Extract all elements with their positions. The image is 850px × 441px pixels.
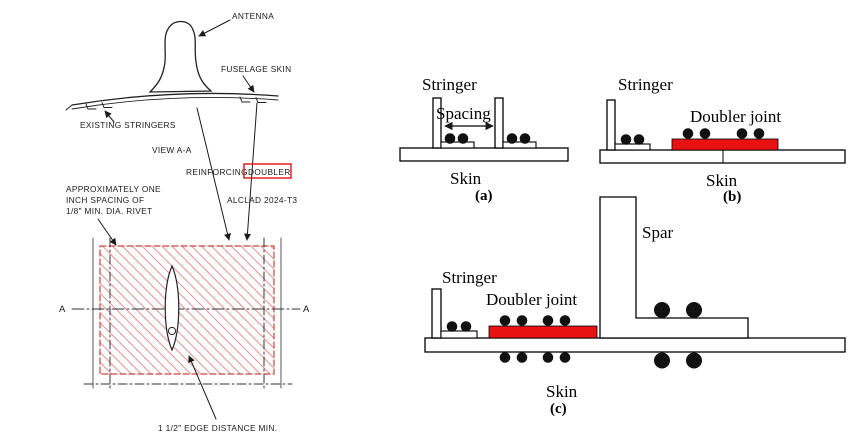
rivet-dot: [542, 315, 554, 326]
stringer-web: [432, 97, 442, 149]
stringer-mark: [101, 102, 113, 108]
fuselage-skin-curve: [71, 92, 279, 106]
rivet-dot: [460, 321, 472, 332]
rivet-dot-large: [654, 302, 670, 318]
rivet-dot-large: [654, 352, 670, 369]
stringer-mark: [255, 97, 267, 103]
rivet-dot: [516, 315, 528, 326]
rivet-note-leader-arrow: [97, 218, 117, 246]
rivet-dot-large: [686, 352, 702, 369]
rivet-dot: [542, 352, 554, 363]
skin-left-tip: [65, 104, 73, 111]
spacing-label: Spacing: [436, 104, 491, 123]
edge-distance-label: 1 1/2" EDGE DISTANCE MIN.: [158, 423, 277, 433]
caption-c: (c): [550, 401, 567, 417]
view-aa-label: VIEW A-A: [152, 145, 192, 155]
skin-label-c: Skin: [546, 382, 578, 401]
caption-b: (b): [723, 189, 741, 205]
doubler-joint-label-b: Doubler joint: [690, 107, 781, 126]
stringer-marks: [85, 96, 267, 110]
antenna-label: ANTENNA: [232, 11, 274, 21]
diagram-b: Stringer Doubler joint Skin (b): [599, 75, 846, 205]
existing-stringers-label: EXISTING STRINGERS: [80, 120, 176, 130]
rivet-note-line3: 1/8" MIN. DIA. RIVET: [66, 206, 152, 216]
doubler-joint-label-c: Doubler joint: [486, 290, 577, 309]
connector-hole: [167, 326, 177, 336]
stringer-foot: [614, 143, 651, 151]
section-a-left-label: A: [59, 304, 66, 315]
rivet-dot: [519, 133, 531, 144]
rivet-note-line1: APPROXIMATELY ONE: [66, 184, 161, 194]
stringer-mark: [239, 96, 251, 103]
doubler-leader-arrow-1: [196, 107, 231, 241]
rivet-dot: [499, 315, 511, 326]
rivet-dot-large: [686, 302, 702, 318]
rivet-dot: [559, 352, 571, 363]
reinforcing-label: REINFORCING: [186, 167, 248, 177]
fuselage-skin-curve-inner: [71, 96, 279, 110]
skin-label-b: Skin: [706, 171, 738, 190]
alclad-label: ALCLAD 2024-T3: [227, 195, 297, 205]
antenna-installation-diagram: ANTENNA FUSELAGE SKIN EXISTING STRINGERS…: [59, 11, 310, 433]
rivet-dot: [699, 128, 711, 139]
rivet-dot: [736, 128, 748, 139]
section-a-right-label: A: [303, 304, 310, 315]
antenna-leader-arrow: [198, 19, 231, 37]
skin-bar: [399, 147, 569, 162]
doubler-label: DOUBLER: [248, 167, 291, 177]
edge-distance-leader-arrow: [188, 355, 217, 420]
stringer-mark: [85, 103, 97, 110]
doubler-strip: [488, 325, 598, 339]
stringer-web: [494, 97, 504, 149]
hatched-doubler-area: [99, 245, 275, 375]
skin-bar: [424, 337, 846, 353]
rivet-dot: [620, 134, 632, 145]
rivet-dot: [506, 133, 518, 144]
fuselage-skin-leader-arrow: [242, 75, 255, 93]
stringer-foot: [440, 141, 475, 149]
doubler-leader-arrow-2: [243, 102, 258, 241]
rivet-dot: [499, 352, 511, 363]
rivet-note-line2: INCH SPACING OF: [66, 195, 144, 205]
rivet-dot: [446, 321, 458, 332]
rivet-dot: [457, 133, 469, 144]
existing-stringers-leader-arrow: [104, 110, 115, 123]
rivet-dot: [516, 352, 528, 363]
rivet-dot: [559, 315, 571, 326]
spar-label: Spar: [642, 223, 674, 242]
stringer-web: [431, 288, 442, 339]
diagram-a: Stringer Spacing Skin (a): [399, 75, 569, 204]
rivet-dot: [682, 128, 694, 139]
rivet-dots-c: [446, 302, 702, 369]
rivet-dot: [753, 128, 765, 139]
diagram-c: Spar Stringer Doubler joint Skin (c): [424, 196, 846, 417]
rivet-dot: [444, 133, 456, 144]
doubler-strip: [671, 138, 779, 151]
stringer-web: [606, 99, 616, 151]
skin-label-a: Skin: [450, 169, 482, 188]
stringer-foot: [502, 141, 537, 149]
rivet-dots-a: [444, 133, 531, 144]
stringer-foot: [440, 330, 478, 339]
rivet-dots-b: [620, 128, 765, 145]
stringer-label-a: Stringer: [422, 75, 477, 94]
rivet-dot: [633, 134, 645, 145]
antenna-shape: [148, 20, 213, 93]
stringer-label-c: Stringer: [442, 268, 497, 287]
caption-a: (a): [475, 188, 493, 204]
stringer-label-b: Stringer: [618, 75, 673, 94]
spar-shape: [599, 196, 749, 339]
fuselage-skin-label: FUSELAGE SKIN: [221, 64, 291, 74]
doubler-highlight-box: [243, 163, 292, 179]
